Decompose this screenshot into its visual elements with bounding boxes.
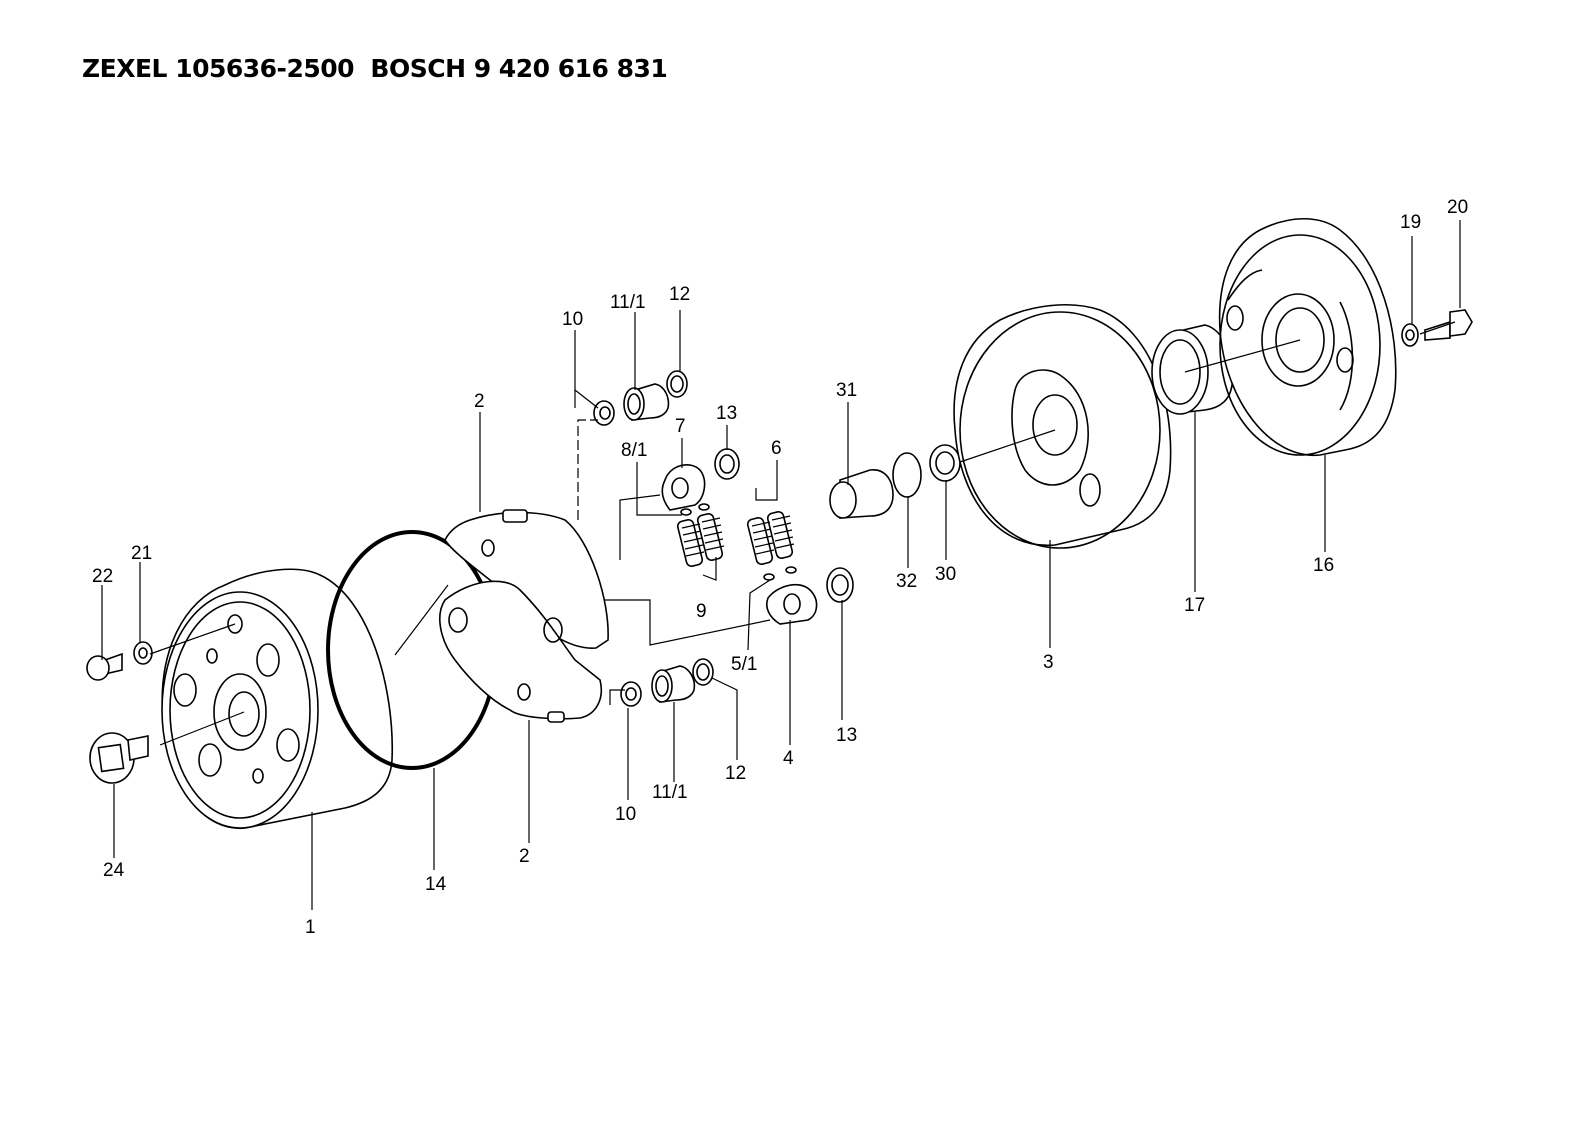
part-4-spring-seat: [765, 567, 854, 625]
callout-24: 24: [103, 860, 125, 881]
callout-6: 6: [771, 438, 782, 459]
part-7-spring-seat: [661, 448, 740, 511]
callout-7: 7: [675, 416, 686, 437]
leader-lines: [101, 220, 1461, 910]
callout-17: 17: [1184, 595, 1205, 616]
callout-9: 9: [696, 601, 707, 622]
callout-16: 16: [1313, 555, 1334, 576]
parts-31-32-30: [829, 444, 961, 519]
callout-19: 19: [1400, 212, 1421, 233]
diagram-title: ZEXEL 105636-2500 BOSCH 9 420 616 831: [82, 54, 668, 83]
callout-11-1-lower: 11/1: [652, 782, 688, 803]
part-2-flyweights: [439, 509, 609, 723]
callout-2-lower: 2: [519, 846, 530, 867]
part-3-cover: [953, 304, 1172, 549]
callout-14: 14: [425, 874, 447, 895]
small-fasteners: [86, 309, 1473, 784]
callout-20: 20: [1447, 197, 1468, 218]
callout-10-upper: 10: [562, 309, 583, 330]
callout-5-1: 5/1: [731, 654, 757, 675]
callout-10-lower: 10: [615, 804, 636, 825]
part-16-disc: [1218, 217, 1397, 456]
callout-4: 4: [783, 748, 794, 769]
lower-bushing-stack: [620, 658, 714, 707]
callout-22: 22: [92, 566, 113, 587]
callout-8-1: 8/1: [621, 440, 647, 461]
callout-12-upper: 12: [669, 284, 690, 305]
springs: [676, 503, 797, 581]
callout-2-upper: 2: [474, 391, 485, 412]
callout-32: 32: [896, 571, 917, 592]
callout-13-upper: 13: [716, 403, 737, 424]
callout-12-lower: 12: [725, 763, 746, 784]
callout-11-1-upper: 11/1: [610, 292, 646, 313]
callout-3: 3: [1043, 652, 1054, 673]
upper-bushing-stack: [593, 370, 688, 426]
callout-21: 21: [131, 543, 152, 564]
callout-1: 1: [305, 917, 316, 938]
part-17-bearing: [1151, 324, 1234, 415]
callout-13-lower: 13: [836, 725, 857, 746]
callout-30: 30: [935, 564, 956, 585]
callout-labels: 1 2 2 3 4 5/1 6 7 8/1 9 10 10 11/1 11/1 …: [92, 197, 1468, 938]
callout-31: 31: [836, 380, 857, 401]
part-1-housing: [161, 568, 394, 829]
